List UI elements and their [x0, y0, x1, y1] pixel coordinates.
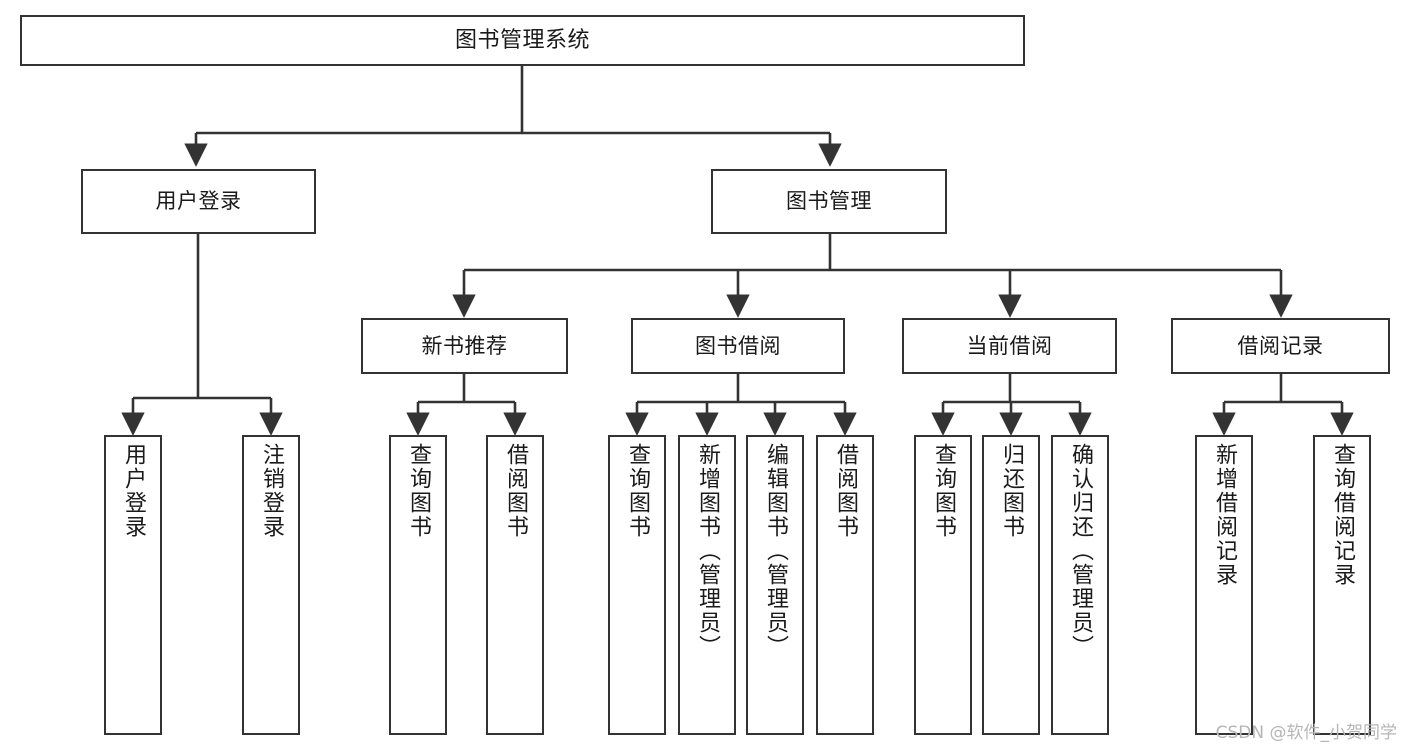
leaf-borrow-borrow-book[interactable]: 借阅图书 [816, 435, 874, 735]
node-label: 借阅记录 [1237, 333, 1324, 358]
leaf-user-login-logout[interactable]: 注销登录 [242, 435, 300, 735]
node-root-system[interactable]: 图书管理系统 [20, 15, 1025, 66]
node-label: 查询图书 [625, 443, 650, 539]
node-label: 图书管理系统 [454, 27, 590, 53]
node-label: 图书管理 [786, 189, 872, 214]
node-label: 归还图书 [999, 443, 1024, 539]
node-label: 编辑图书（管理员） [763, 443, 788, 659]
node-label: 用户登录 [121, 443, 146, 539]
leaf-current-return-book[interactable]: 归还图书 [982, 435, 1040, 735]
node-user-login[interactable]: 用户登录 [81, 169, 316, 234]
node-borrow-record[interactable]: 借阅记录 [1171, 318, 1390, 374]
node-book-management[interactable]: 图书管理 [711, 169, 947, 234]
leaf-record-add-record[interactable]: 新增借阅记录 [1195, 435, 1253, 735]
node-label: 查询图书 [406, 443, 431, 539]
leaf-current-query-book[interactable]: 查询图书 [914, 435, 972, 735]
node-label: 图书借阅 [695, 333, 781, 358]
leaf-current-confirm-return-admin[interactable]: 确认归还（管理员） [1051, 435, 1109, 735]
leaf-borrow-query-book[interactable]: 查询图书 [608, 435, 666, 735]
node-label: 用户登录 [155, 189, 242, 214]
node-label: 查询图书 [931, 443, 956, 539]
node-new-book-recommend[interactable]: 新书推荐 [361, 318, 568, 374]
node-label: 注销登录 [259, 443, 284, 539]
node-current-borrow[interactable]: 当前借阅 [902, 318, 1117, 374]
node-label: 新增借阅记录 [1212, 443, 1237, 587]
leaf-user-login-login[interactable]: 用户登录 [104, 435, 162, 735]
leaf-recommend-query-book[interactable]: 查询图书 [389, 435, 447, 735]
node-label: 当前借阅 [966, 333, 1053, 358]
node-label: 确认归还（管理员） [1068, 443, 1093, 659]
leaf-borrow-edit-book-admin[interactable]: 编辑图书（管理员） [746, 435, 804, 735]
node-label: 查询借阅记录 [1330, 443, 1355, 587]
node-book-borrow[interactable]: 图书借阅 [631, 318, 845, 374]
watermark-text: CSDN @软件_小贺同学 [1215, 723, 1397, 743]
leaf-recommend-borrow-book[interactable]: 借阅图书 [486, 435, 544, 735]
node-label: 借阅图书 [503, 443, 528, 539]
node-label: 新书推荐 [421, 333, 508, 358]
leaf-record-query-record[interactable]: 查询借阅记录 [1313, 435, 1371, 735]
node-label: 借阅图书 [833, 443, 858, 539]
leaf-borrow-add-book-admin[interactable]: 新增图书（管理员） [678, 435, 736, 735]
node-label: 新增图书（管理员） [695, 443, 720, 659]
